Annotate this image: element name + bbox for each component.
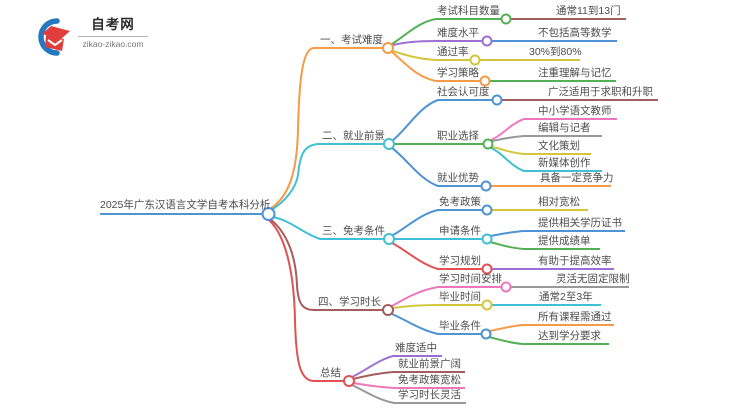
handle-study-schedule[interactable] bbox=[500, 281, 512, 293]
wire-application-transcript bbox=[489, 241, 525, 250]
handle-study-planning[interactable] bbox=[481, 263, 493, 275]
cap-base bbox=[45, 35, 64, 51]
logo-graduation-cap-icon bbox=[38, 18, 70, 56]
leaf-study-planning-value[interactable]: 有助于提高效率 bbox=[538, 255, 612, 267]
wire-summary-difficulty bbox=[351, 355, 394, 378]
leaf-career-editor[interactable]: 编辑与记者 bbox=[538, 122, 591, 134]
node-employment-advantage-label[interactable]: 就业优势 bbox=[437, 172, 479, 184]
wire-study-strategy bbox=[391, 51, 437, 82]
leaf-exemption-policy-value[interactable]: 相对宽松 bbox=[538, 196, 580, 208]
handle-summary[interactable] bbox=[343, 375, 355, 387]
wire-summary-duration bbox=[351, 384, 395, 404]
central-node-handle[interactable] bbox=[261, 207, 276, 221]
wire-exemption-policy bbox=[392, 209, 439, 236]
node-study-strategy-label[interactable]: 学习策略 bbox=[437, 67, 479, 79]
wire-pass-rate bbox=[392, 50, 437, 61]
wire-social-recognition bbox=[392, 99, 439, 141]
leaf-social-recognition-value[interactable]: 广泛适用于求职和升职 bbox=[548, 86, 653, 98]
leaf-application-transcript[interactable]: 提供成绩单 bbox=[538, 235, 591, 247]
branch-summary-label[interactable]: 总结 bbox=[320, 367, 341, 379]
handle-pass-rate[interactable] bbox=[469, 54, 481, 66]
leaf-subject-count-value[interactable]: 通常11到13门 bbox=[556, 5, 621, 17]
wire-application-certificate bbox=[489, 230, 525, 237]
leaf-career-culture[interactable]: 文化策划 bbox=[538, 140, 580, 152]
node-exemption-policy-label[interactable]: 免考政策 bbox=[439, 196, 481, 208]
leaf-courses-passed[interactable]: 所有课程需通过 bbox=[538, 311, 612, 323]
node-pass-rate-label[interactable]: 通过率 bbox=[437, 46, 469, 58]
handle-study-duration[interactable] bbox=[382, 304, 394, 316]
wire-subject-count bbox=[391, 18, 437, 45]
site-url: zikao-zikao.com bbox=[78, 36, 148, 49]
leaf-study-schedule-value[interactable]: 灵活无固定限制 bbox=[556, 273, 630, 285]
leaf-pass-rate-value[interactable]: 30%到80% bbox=[529, 46, 582, 58]
handle-exam-difficulty[interactable] bbox=[382, 42, 394, 54]
handle-career-prospects[interactable] bbox=[383, 138, 395, 150]
wire-graduation-requirements bbox=[391, 313, 439, 335]
leaf-application-certificate[interactable]: 提供相关学历证书 bbox=[538, 217, 622, 229]
trunk-career-prospects bbox=[270, 143, 321, 211]
leaf-career-teacher[interactable]: 中小学语文教师 bbox=[538, 105, 612, 117]
wire-difficulty-level bbox=[392, 40, 437, 46]
node-career-options-label[interactable]: 职业选择 bbox=[437, 130, 479, 142]
handle-study-strategy[interactable] bbox=[479, 75, 491, 87]
branch-exam-difficulty-label[interactable]: 一、考试难度 bbox=[320, 34, 383, 46]
node-application-requirements-label[interactable]: 申请条件 bbox=[439, 225, 481, 237]
site-name: 自考网 bbox=[91, 17, 135, 32]
branch-exemption-conditions-label[interactable]: 三、免考条件 bbox=[322, 225, 385, 237]
leaf-summary-duration[interactable]: 学习时长灵活 bbox=[398, 389, 461, 401]
handle-difficulty-level[interactable] bbox=[481, 35, 493, 47]
leaf-summary-difficulty[interactable]: 难度适中 bbox=[395, 342, 437, 354]
handle-graduation-time[interactable] bbox=[481, 299, 493, 311]
handle-subject-count[interactable] bbox=[500, 13, 512, 25]
wire-summary-exemption bbox=[352, 382, 395, 389]
wire-career-teacher bbox=[490, 118, 525, 141]
node-difficulty-level-label[interactable]: 难度水平 bbox=[437, 27, 479, 39]
trunk-summary bbox=[268, 219, 315, 382]
handle-graduation-requirements[interactable] bbox=[480, 328, 492, 340]
handle-social-recognition[interactable] bbox=[491, 94, 503, 106]
handle-exemption-conditions[interactable] bbox=[383, 233, 395, 245]
leaf-difficulty-level-value[interactable]: 不包括高等数学 bbox=[538, 27, 612, 39]
handle-career-options[interactable] bbox=[482, 138, 494, 150]
handle-employment-advantage[interactable] bbox=[480, 180, 492, 192]
wire-graduation-time bbox=[392, 304, 439, 309]
cap-envelope-line bbox=[47, 39, 63, 47]
site-logo[interactable]: 自考网 zikao-zikao.com bbox=[30, 14, 148, 58]
wire-career-newmedia bbox=[490, 147, 525, 172]
wire-career-culture bbox=[491, 146, 525, 155]
leaf-graduation-time-value[interactable]: 通常2至3年 bbox=[539, 291, 593, 303]
wire-employment-advantage bbox=[391, 147, 439, 187]
central-topic-label[interactable]: 2025年广东汉语言文学自考本科分析 bbox=[100, 199, 271, 211]
wire-study-planning bbox=[391, 242, 439, 270]
trunk-exemption-conditions bbox=[272, 216, 321, 240]
node-graduation-time-label[interactable]: 毕业时间 bbox=[439, 291, 481, 303]
leaf-summary-exemption[interactable]: 免考政策宽松 bbox=[398, 374, 461, 386]
trunk-study-duration bbox=[269, 218, 315, 311]
leaf-summary-career[interactable]: 就业前景广阔 bbox=[398, 358, 461, 370]
wire-credit-requirement bbox=[488, 336, 524, 345]
leaf-credit-requirement[interactable]: 达到学分要求 bbox=[538, 330, 601, 342]
wire-courses-passed bbox=[488, 324, 524, 332]
node-subject-count-label[interactable]: 考试科目数量 bbox=[437, 5, 500, 17]
node-study-planning-label[interactable]: 学习规划 bbox=[439, 255, 481, 267]
node-graduation-requirements-label[interactable]: 毕业条件 bbox=[439, 320, 481, 332]
handle-exemption-policy[interactable] bbox=[481, 204, 493, 216]
wire-study-schedule bbox=[391, 286, 439, 307]
handle-application-requirements[interactable] bbox=[481, 233, 493, 245]
branch-study-duration-label[interactable]: 四、学习时长 bbox=[318, 296, 381, 308]
leaf-employment-advantage-value[interactable]: 具备一定竞争力 bbox=[540, 172, 614, 184]
node-social-recognition-label[interactable]: 社会认可度 bbox=[437, 86, 490, 98]
node-study-schedule-label[interactable]: 学习时间安排 bbox=[439, 273, 502, 285]
branch-career-prospects-label[interactable]: 二、就业前景 bbox=[322, 130, 385, 142]
leaf-study-strategy-value[interactable]: 注重理解与记忆 bbox=[538, 67, 612, 79]
wire-career-editor bbox=[491, 135, 525, 142]
wire-summary-career bbox=[352, 371, 395, 380]
logo-text-block: 自考网 zikao-zikao.com bbox=[78, 14, 148, 49]
leaf-career-newmedia[interactable]: 新媒体创作 bbox=[538, 157, 591, 169]
logo-blue-swoosh bbox=[38, 18, 60, 56]
trunk-exam-difficulty bbox=[269, 47, 315, 210]
